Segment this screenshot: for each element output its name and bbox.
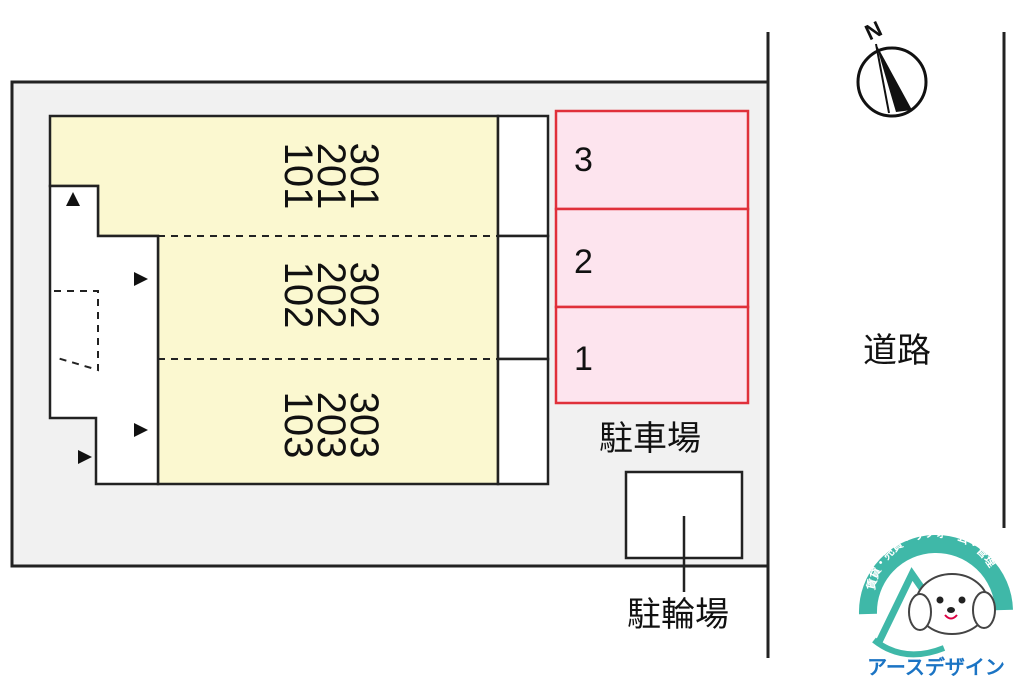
unit-column-1: 301 201 101	[276, 143, 386, 210]
dog-house-logo-icon: 賃貸・売買・リフォーム・管理 アースデザイン	[858, 527, 1013, 679]
entrance-arrow-icon	[134, 272, 148, 286]
unit-number: 101	[276, 143, 320, 210]
balcony	[496, 234, 550, 361]
building-corridor	[48, 184, 160, 486]
bicycle-parking-label: 駐輪場	[627, 595, 729, 635]
unit-number: 303	[342, 392, 386, 459]
unit-column-2: 302 202 102	[276, 262, 386, 329]
unit-number: 203	[309, 392, 353, 459]
entrance-arrow-icon	[134, 423, 148, 437]
parking-space	[554, 305, 750, 405]
parking-space-number: 1	[574, 340, 593, 378]
stair-outline	[53, 290, 99, 372]
north-label: N	[861, 16, 886, 45]
unit-number: 102	[276, 262, 320, 329]
parking-space-number: 3	[574, 141, 593, 179]
unit-number: 103	[276, 392, 320, 459]
entrance-arrow-icon	[66, 192, 80, 206]
unit-number: 302	[342, 262, 386, 329]
logo-name: アースデザイン	[867, 655, 1005, 679]
unit-number: 301	[342, 143, 386, 210]
unit-number: 202	[309, 262, 353, 329]
entrance-arrow-icon	[78, 450, 92, 464]
parking-space-number: 2	[574, 243, 593, 281]
north-compass-icon: N	[856, 16, 928, 118]
unit-column-3: 303 203 103	[276, 392, 386, 459]
balcony	[496, 357, 550, 486]
balcony	[496, 114, 550, 238]
unit-number: 201	[309, 143, 353, 210]
parking-space	[554, 207, 750, 309]
road-label: 道路	[863, 331, 931, 371]
parking-label: 駐車場	[599, 419, 701, 459]
